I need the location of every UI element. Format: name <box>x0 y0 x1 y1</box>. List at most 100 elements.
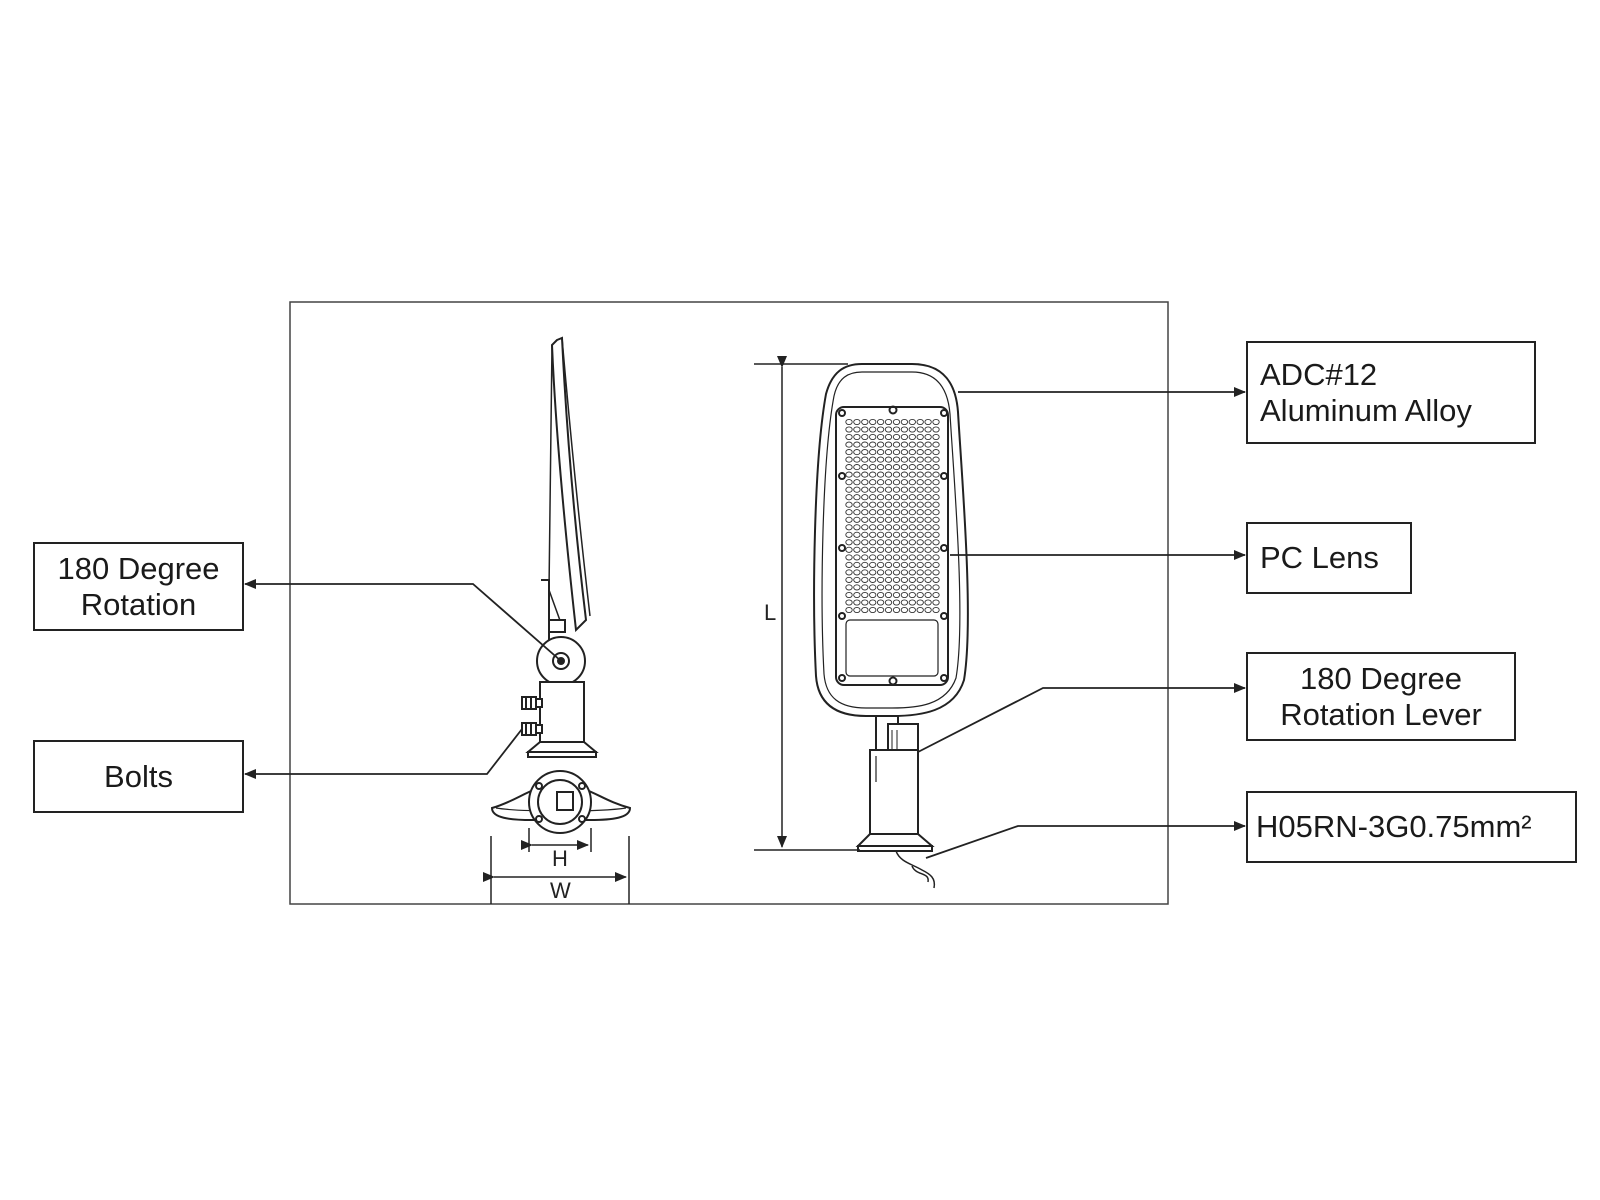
led-emitter <box>845 494 853 501</box>
led-emitter <box>845 509 853 516</box>
led-emitter <box>861 418 869 426</box>
led-emitter <box>900 464 909 471</box>
led-emitter <box>876 516 885 523</box>
led-emitter <box>924 456 932 463</box>
dimension-l-label: L <box>764 600 776 625</box>
led-emitter <box>932 433 940 441</box>
led-emitter <box>892 486 901 493</box>
led-emitter <box>876 576 885 583</box>
led-emitter <box>932 531 940 538</box>
callout-material: ADC#12 Aluminum Alloy <box>1246 341 1536 444</box>
led-emitter <box>853 464 861 471</box>
led-emitter <box>932 539 940 546</box>
led-emitter <box>900 569 909 576</box>
led-emitter <box>916 471 924 478</box>
led-emitter <box>876 531 885 538</box>
led-emitter <box>908 546 916 553</box>
led-emitter <box>845 539 853 546</box>
led-emitter <box>916 501 924 508</box>
led-emitter <box>884 509 893 516</box>
led-emitter <box>876 546 885 553</box>
led-emitter <box>861 509 869 516</box>
led-emitter <box>845 584 853 591</box>
led-emitter <box>924 576 932 583</box>
led-emitter <box>853 471 861 478</box>
led-emitter <box>853 418 861 426</box>
led-emitter <box>924 486 932 493</box>
led-emitter <box>869 516 877 523</box>
led-emitter <box>853 606 861 614</box>
led-emitter <box>916 418 924 426</box>
led-emitter <box>869 464 877 471</box>
led-emitter <box>884 584 893 591</box>
led-emitter <box>900 471 909 478</box>
led-emitter <box>845 591 853 599</box>
led-emitter <box>900 531 909 538</box>
dimension-w <box>483 836 630 904</box>
led-emitter <box>916 599 924 606</box>
led-emitter <box>876 524 885 531</box>
led-emitter <box>916 433 924 441</box>
led-emitter <box>908 479 916 486</box>
led-emitter <box>884 486 893 493</box>
dimension-h <box>521 828 592 852</box>
led-emitter <box>924 591 932 599</box>
lens-panel <box>835 406 949 686</box>
led-emitter <box>908 561 916 568</box>
led-emitter <box>932 606 940 614</box>
led-emitter <box>924 433 932 441</box>
led-emitter <box>861 494 869 501</box>
led-emitter <box>876 606 885 614</box>
led-emitter <box>932 464 940 471</box>
led-emitter <box>900 584 909 591</box>
led-emitter <box>892 426 901 433</box>
led-emitter <box>932 554 940 561</box>
callout-lever: 180 Degree Rotation Lever <box>1246 652 1516 741</box>
led-emitter <box>869 531 877 538</box>
callout-lens: PC Lens <box>1246 522 1412 594</box>
led-emitter <box>869 501 877 508</box>
led-emitter <box>876 591 885 599</box>
led-emitter <box>932 524 940 531</box>
led-emitter <box>853 569 861 576</box>
led-emitter <box>869 486 877 493</box>
mount-top-view <box>490 770 632 834</box>
led-emitter <box>861 539 869 546</box>
led-emitter <box>869 576 877 583</box>
led-emitter <box>916 456 924 463</box>
led-emitter <box>884 576 893 583</box>
callout-lever-line1: 180 Degree <box>1299 660 1462 696</box>
led-emitter <box>853 546 861 553</box>
led-emitter <box>932 449 940 456</box>
led-emitter <box>861 584 869 591</box>
led-emitter <box>900 486 909 493</box>
led-emitter <box>861 449 869 456</box>
led-emitter <box>884 479 893 486</box>
led-emitter <box>845 464 853 471</box>
led-emitter <box>845 449 853 456</box>
led-emitter <box>900 509 909 516</box>
led-emitter <box>884 599 893 606</box>
led-emitter <box>853 584 861 591</box>
led-emitter <box>932 561 940 568</box>
led-emitter <box>861 486 869 493</box>
led-emitter <box>924 464 932 471</box>
led-emitter <box>900 576 909 583</box>
led-emitter <box>853 449 861 456</box>
led-emitter <box>916 576 924 583</box>
led-emitter <box>845 486 853 493</box>
callout-rotation-line2: Rotation <box>80 586 197 622</box>
led-emitter <box>924 531 932 538</box>
led-emitter <box>853 494 861 501</box>
led-emitter <box>892 501 901 508</box>
bolt-icon <box>521 722 543 736</box>
led-emitter <box>900 494 909 501</box>
led-emitter <box>876 584 885 591</box>
led-emitter <box>916 524 924 531</box>
led-emitter <box>924 494 932 501</box>
led-emitter <box>932 546 940 553</box>
led-emitter <box>932 501 940 508</box>
led-emitter <box>892 531 901 538</box>
cable <box>895 850 936 889</box>
